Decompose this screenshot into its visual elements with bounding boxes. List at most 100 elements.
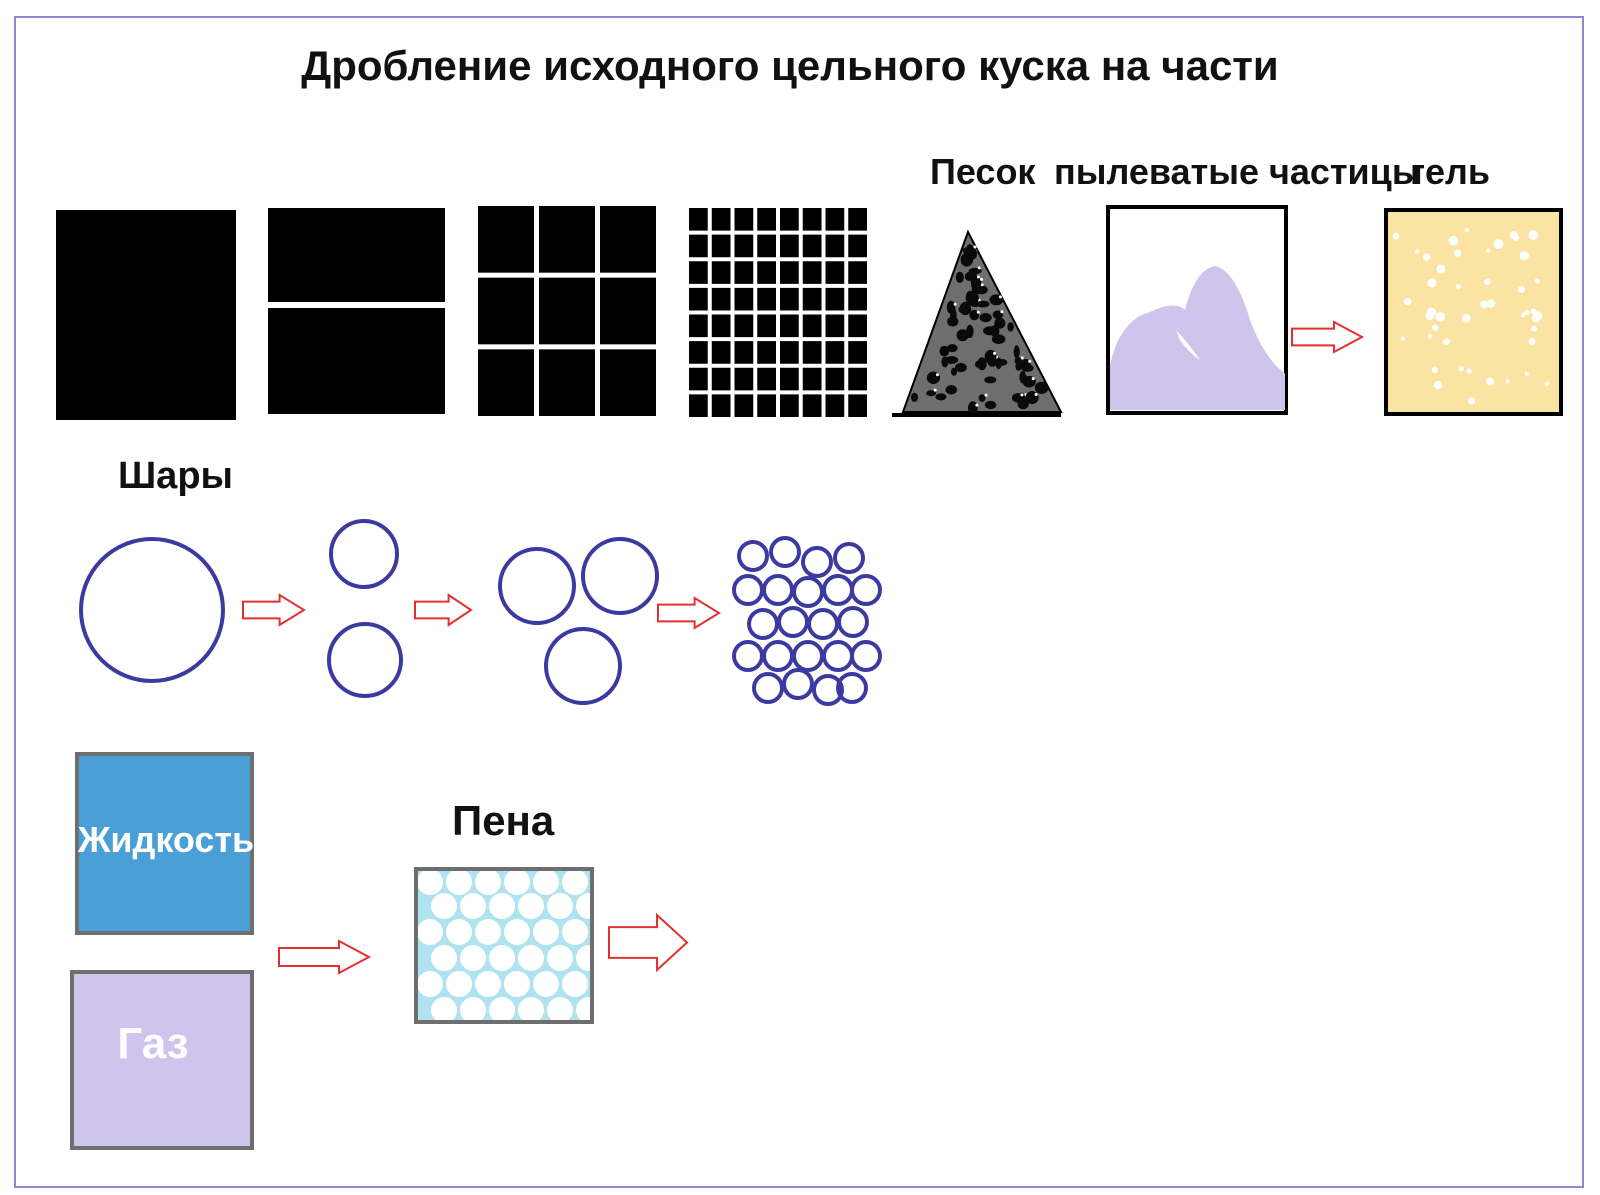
block-piece (711, 314, 731, 338)
label-gas: Газ (117, 1019, 188, 1068)
ball-small (581, 537, 659, 615)
gel-box (1384, 208, 1563, 416)
block-piece (711, 208, 731, 231)
block-piece (689, 208, 708, 231)
block-piece (711, 367, 731, 391)
block-piece (734, 394, 754, 417)
block-piece (734, 208, 754, 231)
block-piece (802, 234, 822, 258)
block-piece (757, 234, 776, 258)
block-piece (757, 261, 776, 284)
label-balls: Шары (118, 455, 233, 497)
block-piece (689, 261, 708, 284)
block-piece (780, 234, 799, 258)
ball-large (79, 537, 225, 683)
block-piece (848, 367, 867, 391)
balls-sequence (79, 519, 882, 706)
block-piece (734, 234, 754, 258)
block-piece (711, 394, 731, 417)
dust-box (1106, 205, 1288, 415)
label-dust: пылеватые частицы (1054, 151, 1423, 192)
block-piece (780, 208, 799, 231)
block-piece (848, 208, 867, 231)
block-piece (689, 394, 708, 417)
block-piece (478, 277, 534, 345)
block-piece (802, 394, 822, 417)
block-piece (848, 287, 867, 311)
block-piece (734, 367, 754, 391)
label-foam: Пена (452, 797, 555, 844)
right-arrow-icon (608, 912, 689, 973)
block-piece (825, 287, 845, 311)
label-sand: Песок (930, 151, 1036, 192)
block-piece (600, 277, 656, 345)
block-piece (478, 206, 534, 273)
block-piece (689, 234, 708, 258)
gas-box: Газ (70, 970, 254, 1150)
solid-block (56, 210, 236, 420)
block-piece (600, 206, 656, 273)
right-arrow-icon (657, 596, 721, 630)
block-piece (825, 208, 845, 231)
block-split-2 (268, 208, 445, 414)
block-piece (734, 261, 754, 284)
block-piece (711, 234, 731, 258)
block-piece (539, 277, 595, 345)
block-piece (757, 394, 776, 417)
block-piece (802, 341, 822, 364)
label-gel: гель (1410, 151, 1490, 192)
sand-pile (892, 229, 1063, 417)
page-title: Дробление исходного цельного куска на ча… (301, 42, 1278, 89)
block-piece (825, 261, 845, 284)
block-piece (802, 367, 822, 391)
block-piece (780, 341, 799, 364)
block-piece (734, 341, 754, 364)
block-piece (848, 394, 867, 417)
block-piece (757, 341, 776, 364)
block-piece (689, 287, 708, 311)
block-piece (802, 261, 822, 284)
block-piece (825, 367, 845, 391)
block-piece (539, 349, 595, 416)
block-piece (711, 261, 731, 284)
block-piece (825, 314, 845, 338)
block-piece (757, 314, 776, 338)
block-piece (711, 287, 731, 311)
block-piece (478, 349, 534, 416)
right-arrow-icon (1291, 320, 1365, 354)
block-split-fine (689, 208, 867, 417)
block-piece (689, 367, 708, 391)
block-piece (757, 208, 776, 231)
ball-medium (329, 519, 399, 589)
ball-cluster (732, 536, 882, 706)
block-piece (600, 349, 656, 416)
block-piece (848, 314, 867, 338)
block-piece (825, 394, 845, 417)
block-piece (711, 341, 731, 364)
label-liquid: Жидкость (77, 819, 254, 860)
block-piece (802, 208, 822, 231)
block-piece (848, 341, 867, 364)
block-piece (757, 367, 776, 391)
block-piece (689, 314, 708, 338)
right-arrow-icon (278, 939, 372, 975)
right-arrow-icon (242, 593, 306, 627)
block-piece (780, 394, 799, 417)
block-piece (825, 341, 845, 364)
block-piece (757, 287, 776, 311)
liquid-box: Жидкость (75, 752, 254, 935)
block-piece (780, 367, 799, 391)
block-piece (848, 261, 867, 284)
foam-box (414, 867, 594, 1024)
ball-small (544, 627, 622, 705)
block-piece (848, 234, 867, 258)
block-piece (825, 234, 845, 258)
block-piece (780, 261, 799, 284)
block-piece (689, 341, 708, 364)
block-piece (802, 287, 822, 311)
ball-small (498, 547, 576, 625)
block-piece (780, 287, 799, 311)
block-split-9 (478, 206, 656, 416)
block-piece (802, 314, 822, 338)
block-piece (539, 206, 595, 273)
